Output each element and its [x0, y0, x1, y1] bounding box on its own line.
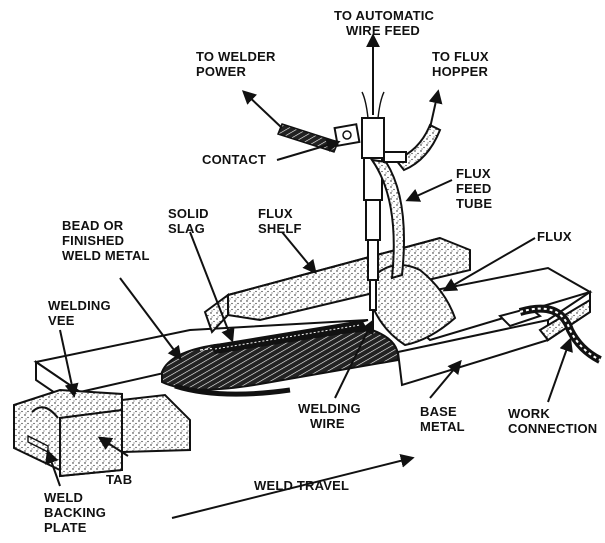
label-base-metal: BASE METAL — [420, 404, 465, 434]
flux-pile — [370, 264, 457, 347]
label-weld-backing-plate: WELD BACKING PLATE — [44, 490, 110, 535]
label-tab: TAB — [106, 472, 132, 487]
label-work-connection: WORK CONNECTION — [508, 406, 597, 436]
work-connection — [498, 304, 602, 364]
label-flux-feed-tube: FLUX FEED TUBE — [456, 166, 495, 211]
labels: TO AUTOMATIC WIRE FEED TO WELDER POWER T… — [44, 8, 597, 535]
label-flux-shelf: FLUX SHELF — [258, 206, 302, 236]
label-to-flux-hopper: TO FLUX HOPPER — [432, 49, 493, 79]
label-solid-slag: SOLID SLAG — [168, 206, 213, 236]
weld-backing-plate-and-tab — [13, 388, 191, 478]
welding-torch — [277, 91, 385, 330]
label-welding-vee: WELDING VEE — [48, 298, 115, 328]
label-welding-wire: WELDING WIRE — [298, 401, 365, 431]
label-contact: CONTACT — [202, 152, 266, 167]
label-weld-travel: WELD TRAVEL — [254, 478, 349, 493]
label-bead-or-finished-weld-metal: BEAD OR FINISHED WELD METAL — [62, 218, 150, 263]
label-flux: FLUX — [537, 229, 572, 244]
flux-feed-tube — [369, 123, 442, 280]
flux-shelf — [203, 236, 471, 334]
solid-slag — [210, 320, 368, 354]
label-to-welder-power: TO WELDER POWER — [196, 49, 279, 79]
label-to-automatic-wire-feed: TO AUTOMATIC WIRE FEED — [334, 8, 438, 38]
leader-lines — [45, 33, 573, 519]
